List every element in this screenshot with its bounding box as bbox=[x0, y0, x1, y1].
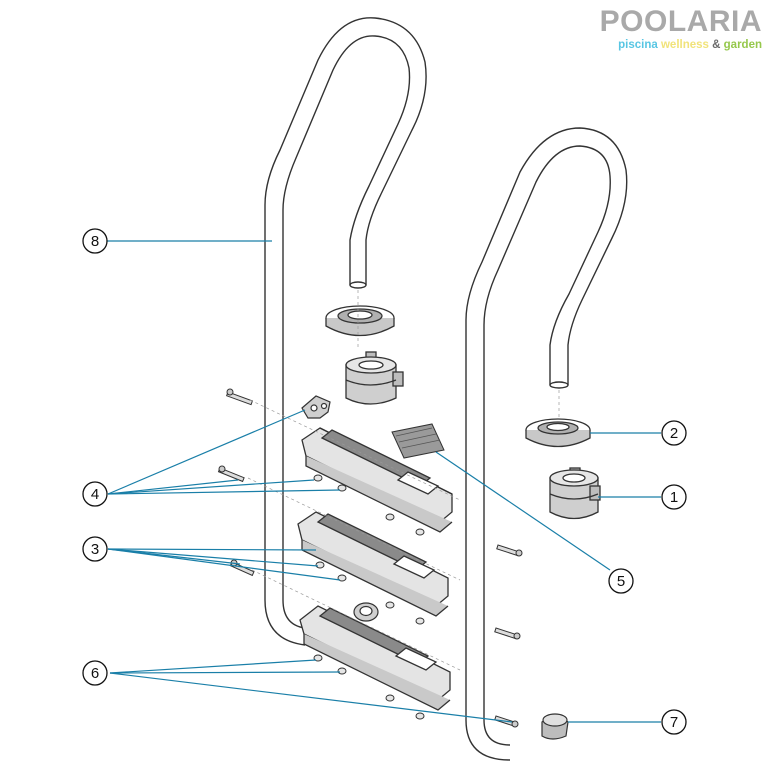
leader-4d bbox=[107, 489, 341, 495]
leader-6c bbox=[109, 672, 513, 723]
leader-3a bbox=[107, 548, 317, 551]
end-cap bbox=[541, 713, 569, 740]
step-top bbox=[301, 427, 453, 533]
bolt-top-left bbox=[225, 388, 254, 406]
leader-4b bbox=[107, 479, 239, 495]
leader-4a bbox=[107, 409, 306, 495]
callout-7: 7 bbox=[661, 709, 687, 735]
right-anchor bbox=[549, 467, 601, 520]
assembly-guides bbox=[247, 290, 560, 671]
svg-text:8: 8 bbox=[91, 233, 99, 250]
step-bottom bbox=[299, 605, 451, 711]
svg-text:1: 1 bbox=[670, 489, 678, 506]
nuts bbox=[313, 474, 425, 720]
right-handrail bbox=[465, 127, 628, 761]
left-handrail bbox=[264, 17, 427, 646]
leader-6a bbox=[109, 659, 317, 674]
step-middle bbox=[297, 511, 449, 617]
brand-logo: POOLARIA piscina wellness & garden bbox=[600, 6, 762, 52]
svg-text:7: 7 bbox=[670, 714, 678, 731]
svg-text:6: 6 bbox=[91, 665, 99, 682]
callout-2: 2 bbox=[661, 420, 687, 446]
leader-5 bbox=[435, 451, 611, 571]
leader-6b bbox=[109, 671, 341, 674]
bolt-right-1 bbox=[496, 544, 523, 557]
callout-4: 4 bbox=[82, 481, 108, 507]
leader-lines bbox=[107, 240, 661, 723]
leader-3c bbox=[107, 548, 319, 567]
tagline-piscina: piscina bbox=[618, 39, 658, 51]
right-escutcheon bbox=[525, 418, 591, 448]
bolt-right-2 bbox=[494, 627, 521, 640]
callout-1: 1 bbox=[661, 484, 687, 510]
left-anchor bbox=[345, 351, 404, 405]
tagline-amp: & bbox=[712, 39, 721, 51]
callout-5: 5 bbox=[608, 568, 634, 594]
bolt-mid-left bbox=[217, 465, 245, 483]
callout-6: 6 bbox=[82, 660, 108, 686]
tagline-wellness: wellness bbox=[660, 39, 709, 51]
leader-3d bbox=[107, 548, 341, 581]
anti-slip-pad bbox=[391, 423, 445, 459]
step-bracket bbox=[301, 395, 331, 419]
leader-4c bbox=[107, 479, 315, 495]
svg-text:3: 3 bbox=[91, 541, 99, 558]
fasteners bbox=[217, 388, 523, 728]
svg-text:5: 5 bbox=[617, 573, 625, 590]
brand-name: POOLARIA bbox=[599, 5, 762, 38]
tagline-garden: garden bbox=[723, 39, 762, 51]
brand-tagline: piscina wellness & garden bbox=[600, 38, 762, 52]
callout-8: 8 bbox=[82, 228, 108, 254]
callouts: 8 2 1 4 3 5 6 7 bbox=[82, 228, 687, 735]
callout-3: 3 bbox=[82, 536, 108, 562]
rail-cap-middle bbox=[353, 602, 379, 622]
left-escutcheon bbox=[325, 305, 395, 337]
svg-text:4: 4 bbox=[91, 486, 99, 503]
svg-text:2: 2 bbox=[670, 425, 678, 442]
